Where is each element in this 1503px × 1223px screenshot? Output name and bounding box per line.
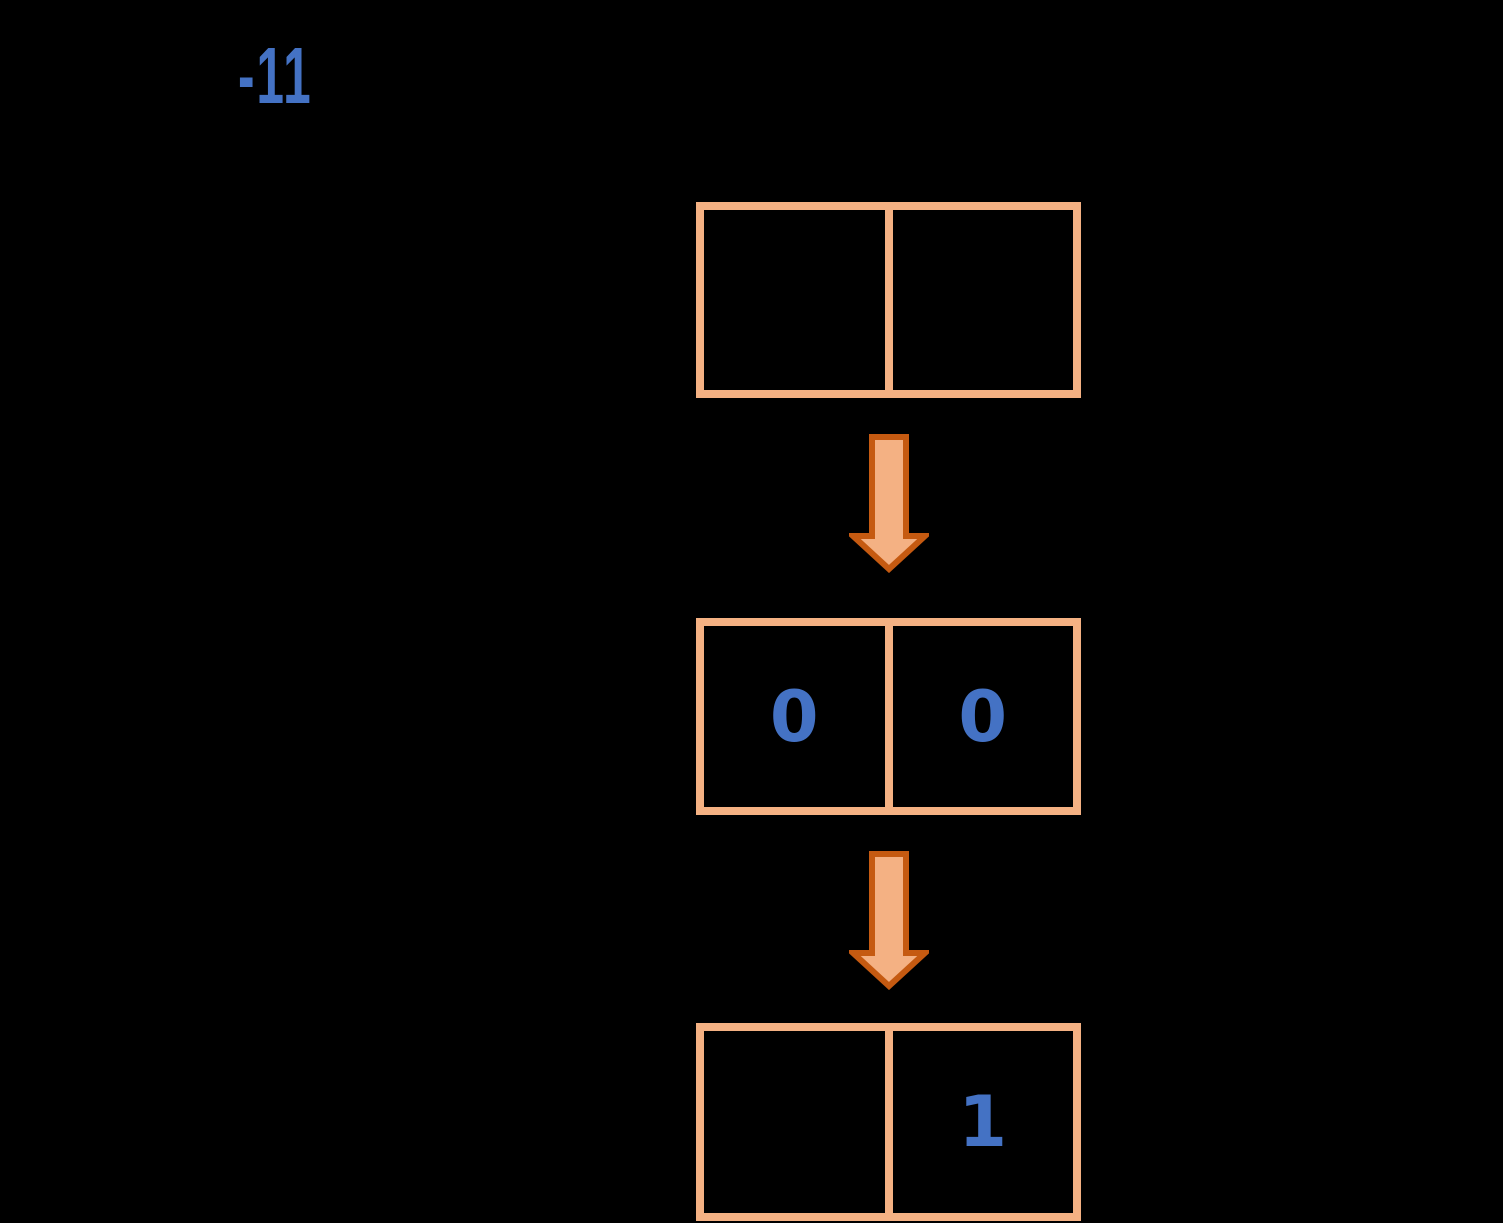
cell-divider — [884, 210, 893, 390]
cell-value: 0 — [769, 675, 819, 758]
binary-box-bottom: 1 — [696, 1023, 1081, 1221]
box-bottom-cell-right: 1 — [893, 1031, 1074, 1213]
box-top-cell-left — [704, 210, 885, 390]
down-arrow-icon — [849, 434, 929, 573]
cell-value: 1 — [958, 1081, 1008, 1163]
box-middle-cell-left: 0 — [704, 626, 885, 807]
binary-box-top — [696, 202, 1081, 398]
cell-value: 0 — [958, 675, 1008, 758]
down-arrow-icon — [849, 851, 929, 990]
value-label: -11 — [238, 31, 313, 120]
binary-box-middle: 0 0 — [696, 618, 1081, 815]
box-top-cell-right — [893, 210, 1074, 390]
cell-divider — [884, 1031, 893, 1213]
box-middle-cell-right: 0 — [893, 626, 1074, 807]
box-bottom-cell-left — [704, 1031, 885, 1213]
cell-divider — [884, 626, 893, 807]
